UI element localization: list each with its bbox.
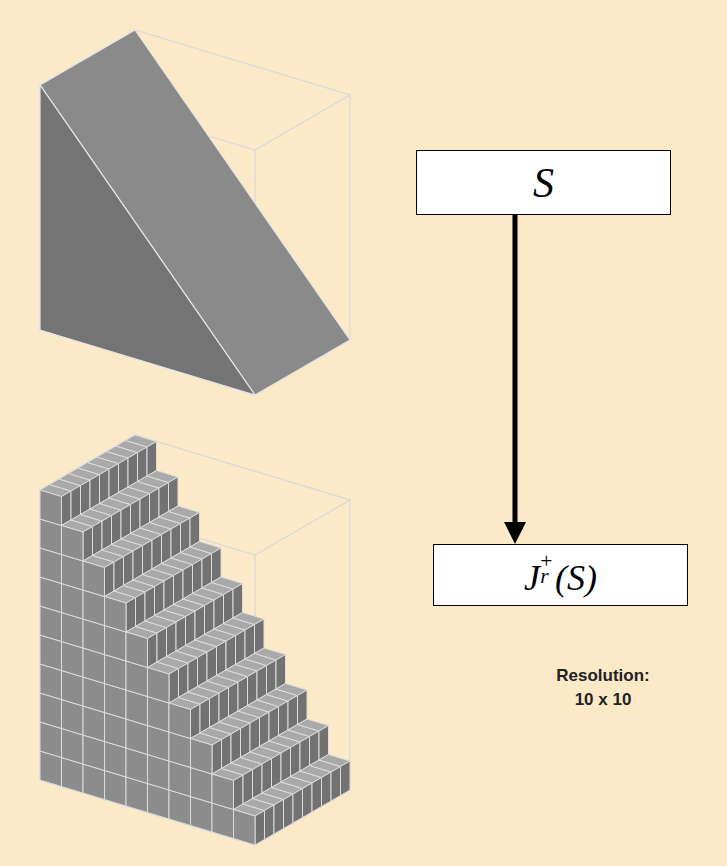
voxel-cells (40, 435, 350, 845)
arrow-head (504, 522, 526, 544)
voxel-riser-face (293, 789, 303, 824)
voxel-side-face (105, 597, 127, 633)
cube-outline (40, 435, 350, 845)
math-symbol: S (533, 162, 554, 204)
symbol-box: Jr+(S) (433, 544, 688, 606)
math-symbol: Jr+(S) (524, 554, 597, 596)
cube-edge (349, 500, 350, 790)
voxel-side-face (83, 561, 105, 597)
voxel-side-face (191, 739, 213, 775)
voxel-riser-face (274, 800, 284, 835)
voxel-side-face (126, 632, 148, 668)
cube-edge (349, 95, 350, 340)
resolution-note: Resolution: 10 x 10 (546, 664, 660, 712)
cube-outline (40, 30, 350, 395)
sub-superscript: r+ (540, 554, 555, 590)
voxel-riser-face (303, 783, 313, 818)
voxel-side-face (62, 526, 84, 562)
voxel-side-face (234, 810, 256, 846)
cube-edge (40, 725, 350, 845)
voxel-riser-face (284, 794, 294, 829)
superscript: + (540, 551, 552, 573)
voxel-side-face (169, 703, 191, 739)
symbol-box: S (416, 150, 671, 215)
voxel-riser-face (255, 811, 265, 846)
voxel-riser-face (322, 772, 332, 807)
voxel-side-face (40, 490, 62, 526)
flow-arrow (504, 215, 526, 544)
wedge-slope-face (40, 30, 350, 395)
voxel-riser-face (331, 767, 341, 802)
voxel-riser-face (341, 761, 351, 796)
wedge-side-face (40, 85, 255, 395)
arrow-shaft (513, 215, 518, 524)
voxel-side-face (212, 774, 234, 810)
voxel-side-face (148, 668, 170, 704)
voxel-riser-face (265, 805, 275, 840)
voxel-riser-face (312, 778, 322, 813)
voxel-wedge (40, 435, 350, 845)
solid-wedge (40, 30, 350, 395)
